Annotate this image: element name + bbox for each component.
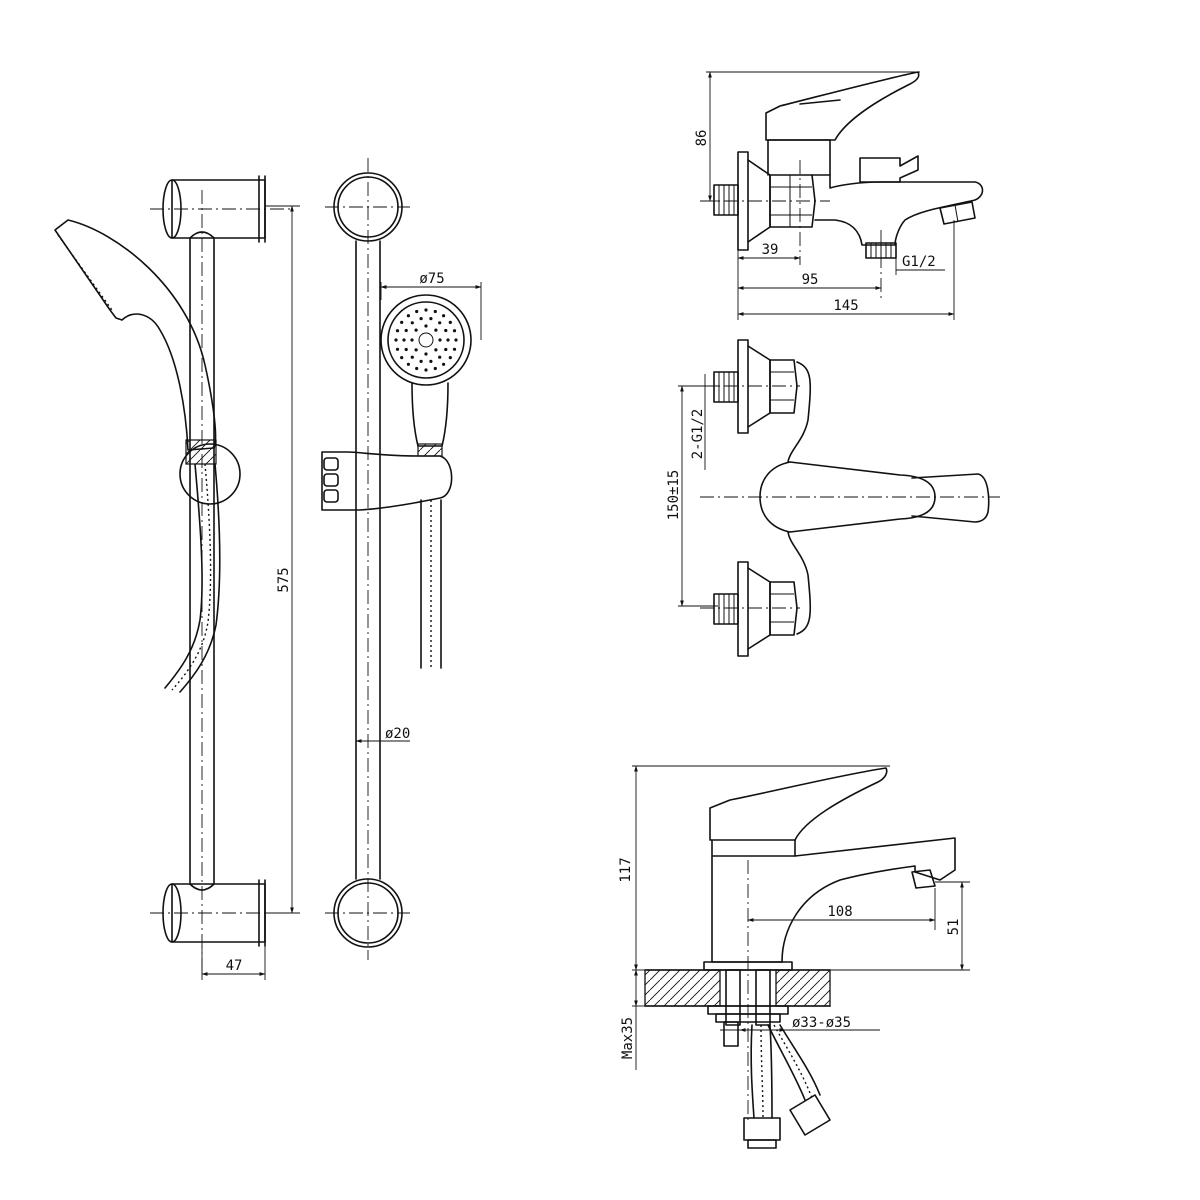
nozzle-dot <box>419 359 423 363</box>
basin-hole-diameter-label: ø33-ø35 <box>792 1015 851 1031</box>
nozzle-dot <box>415 309 419 314</box>
nozzle-dot <box>429 317 433 321</box>
nozzle-dot <box>419 317 423 321</box>
shower-head-nozzles <box>394 308 458 372</box>
nozzle-dot <box>410 321 414 325</box>
basin-reach-label: 108 <box>827 904 852 920</box>
rail-height-label: 575 <box>276 567 292 592</box>
nozzle-dot <box>433 366 437 371</box>
bath-height-label: 86 <box>694 130 710 147</box>
nozzle-dot <box>448 320 452 324</box>
bath-inlet-offset-label: 39 <box>762 242 779 258</box>
bath-outlet-thread-label: G1/2 <box>902 254 936 270</box>
nozzle-dot <box>434 348 438 352</box>
bath-mixer-top-view: 2-G1/2 150±15 <box>666 339 1000 657</box>
shower-rail-side-view: 575 47 <box>54 175 300 980</box>
nozzle-dot <box>406 362 410 366</box>
shower-head-diameter-label: ø75 <box>419 271 444 287</box>
basin-height-label: 117 <box>618 857 634 882</box>
bath-inlet-thread-label: 2-G1/2 <box>690 409 706 460</box>
nozzle-dot <box>442 314 446 318</box>
nozzle-dot <box>400 320 404 324</box>
nozzle-dot <box>404 347 408 352</box>
nozzle-dot <box>400 356 404 360</box>
nozzle-dot <box>395 329 400 333</box>
rail-depth-label: 47 <box>226 958 243 974</box>
nozzle-dot <box>415 366 419 371</box>
nozzle-dot <box>444 347 448 352</box>
nozzle-dot <box>410 355 414 359</box>
nozzle-dot <box>395 347 400 351</box>
nozzle-dot <box>404 328 408 333</box>
nozzle-dot <box>402 338 406 342</box>
nozzle-dot <box>414 328 418 332</box>
nozzle-dot <box>446 338 450 342</box>
nozzle-dot <box>444 328 448 333</box>
bath-inlet-spacing-label: 150±15 <box>666 470 682 521</box>
bath-outlet-offset-label: 95 <box>802 272 819 288</box>
bath-mixer-side-view: 86 39 G1/2 95 145 <box>694 71 984 320</box>
nozzle-dot <box>394 338 398 342</box>
basin-counter-max-label: Max35 <box>620 1017 636 1059</box>
nozzle-dot <box>424 308 428 312</box>
shower-rail-front-view: ø75 ø20 <box>321 158 482 960</box>
nozzle-dot <box>410 338 414 342</box>
rail-diameter-label: ø20 <box>385 726 410 742</box>
nozzle-dot <box>452 329 457 333</box>
nozzle-dot <box>433 309 437 314</box>
nozzle-dot <box>434 328 438 332</box>
bath-depth-label: 145 <box>833 298 858 314</box>
nozzle-dot <box>438 355 442 359</box>
nozzle-dot <box>424 324 428 328</box>
nozzle-dot <box>438 338 442 342</box>
nozzle-dot <box>454 338 458 342</box>
nozzle-dot <box>406 314 410 318</box>
nozzle-dot <box>452 347 457 351</box>
nozzle-dot <box>424 352 428 356</box>
nozzle-dot <box>414 348 418 352</box>
nozzle-dot <box>448 356 452 360</box>
nozzle-dot <box>429 359 433 363</box>
nozzle-dot <box>424 368 428 372</box>
basin-spout-height-label: 51 <box>946 919 962 936</box>
basin-mixer-side-view: 117 108 51 Max35 ø33-ø35 <box>618 765 970 1149</box>
nozzle-dot <box>442 362 446 366</box>
nozzle-dot <box>438 321 442 325</box>
